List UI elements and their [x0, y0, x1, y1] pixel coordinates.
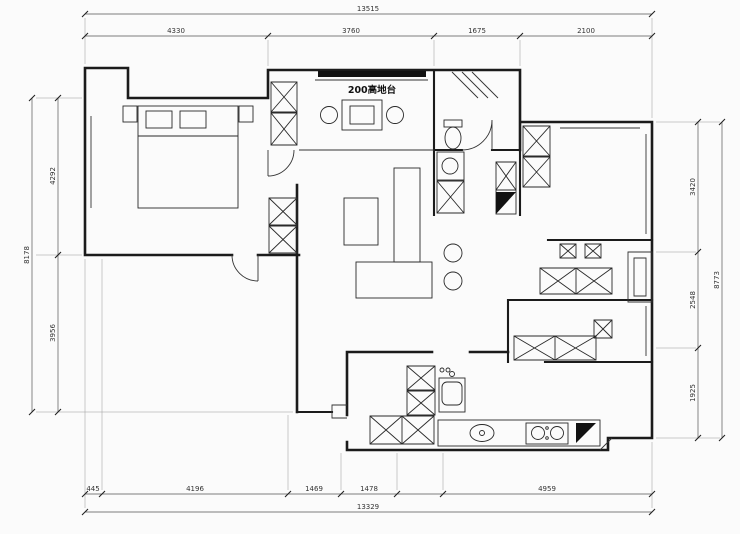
shaft-box	[627, 251, 653, 303]
toilet	[444, 126, 462, 150]
kitchen-column-xbox	[406, 365, 436, 416]
platform-cabinet-xbox	[270, 81, 298, 146]
burner-right	[550, 426, 564, 440]
sofa-horizontal	[355, 261, 433, 299]
dim-right-seg-2: 2548	[689, 291, 697, 309]
dim-bottom-total: 13329	[357, 503, 379, 511]
platform-table	[341, 99, 383, 131]
window-band	[318, 71, 426, 77]
coffee-table	[343, 197, 379, 246]
platform-label: 200高地台	[348, 84, 397, 96]
bathroom-fixtures	[436, 119, 465, 214]
storage-cabinet-xbox	[513, 335, 597, 361]
nightstand-left	[122, 105, 138, 123]
dining-chair-circle-bottom	[443, 271, 463, 291]
dim-top-total: 13515	[357, 5, 379, 13]
dim-bottom-seg-5: 4959	[538, 485, 556, 493]
pillow-left	[145, 110, 173, 129]
dim-top-seg-3: 1675	[468, 27, 486, 35]
bedroom-door-arc	[231, 254, 259, 282]
pillow-right	[179, 110, 207, 129]
right-bedroom-furniture	[522, 125, 551, 188]
sink-faucet	[449, 371, 455, 377]
wall-details	[90, 71, 653, 451]
bedroom-hall-door-arc	[267, 149, 295, 177]
stool-right	[584, 243, 602, 259]
platform-table-inner	[349, 105, 375, 125]
right-window-lines	[560, 127, 647, 356]
washbasin-counter	[436, 151, 465, 181]
stove	[525, 422, 569, 445]
bedroom-furniture	[122, 105, 298, 254]
right-wardrobe-xbox	[522, 125, 551, 188]
dim-top-seg-1: 4330	[167, 27, 185, 35]
kitchen-sink-bowl	[441, 381, 463, 406]
dimension-lines-left: 8178 4292 3956	[23, 94, 62, 416]
stove-knob-2	[545, 436, 549, 440]
dim-left-seg-1: 4292	[49, 167, 57, 185]
dim-right-total: 8773	[713, 271, 721, 289]
dim-top-seg-2: 3760	[342, 27, 360, 35]
dim-bottom-seg-1: 445	[86, 485, 99, 493]
door-arcs	[231, 119, 493, 282]
nightstand-right	[238, 105, 254, 123]
interior-walls	[295, 68, 654, 414]
hall-cabinet-xbox	[539, 267, 613, 295]
chair-left-circle	[320, 106, 338, 124]
shaft-triangle	[496, 192, 516, 214]
toilet-tank	[443, 119, 463, 128]
dim-right-seg-1: 3420	[689, 178, 697, 196]
platform-room: 200高地台	[270, 81, 404, 146]
dimension-lines-bottom: 445 4196 1469 1478 4959 13329	[81, 485, 656, 516]
living-room-furniture	[343, 167, 463, 299]
washer-xbox	[436, 180, 465, 214]
small-cabinet-xbox	[593, 319, 613, 339]
dim-right-seg-3: 1925	[689, 384, 697, 402]
dim-bottom-seg-3: 1469	[305, 485, 323, 493]
counter-basin	[469, 424, 495, 442]
exterior-walls	[83, 66, 654, 452]
shower-hatch-lines	[451, 71, 499, 99]
dimension-lines-top: 13515 4330 3760 1675 2100	[81, 5, 656, 40]
dim-left-total: 8178	[23, 246, 31, 264]
storage-room-furniture	[513, 319, 613, 361]
dim-top-seg-4: 2100	[577, 27, 595, 35]
dining-chair-circle-top	[443, 243, 463, 263]
kitchen-row-xbox	[369, 415, 435, 445]
kitchen-sink-outer	[438, 377, 466, 413]
kitchen-fixtures	[369, 365, 601, 447]
kitchen-counter	[437, 419, 601, 447]
stool-left	[559, 243, 577, 259]
bathroom-door-arc	[461, 119, 493, 151]
sink-knob-1	[439, 367, 445, 373]
shaft-xbox	[495, 161, 517, 191]
washbasin	[441, 157, 459, 175]
door-frame-stub	[331, 404, 347, 419]
dimension-lines-right: 3420 2548 1925 8773	[689, 118, 726, 442]
corner-step-hatch	[599, 437, 613, 451]
sink-knob-2	[445, 367, 451, 373]
sofa-vertical	[393, 167, 421, 263]
basin-drain	[479, 430, 485, 436]
chair-right-circle	[386, 106, 404, 124]
wardrobe-xbox	[268, 197, 298, 254]
dim-left-seg-2: 3956	[49, 324, 57, 342]
stove-knob-1	[545, 426, 549, 430]
bed	[137, 105, 239, 209]
extension-lines	[36, 18, 720, 508]
corridor-furniture	[539, 243, 613, 295]
kitchen-duct-triangle	[576, 423, 596, 443]
burner-left	[531, 426, 545, 440]
dim-bottom-seg-4: 1478	[360, 485, 378, 493]
hall-shaft	[495, 161, 517, 215]
dim-bottom-seg-2: 4196	[186, 485, 204, 493]
